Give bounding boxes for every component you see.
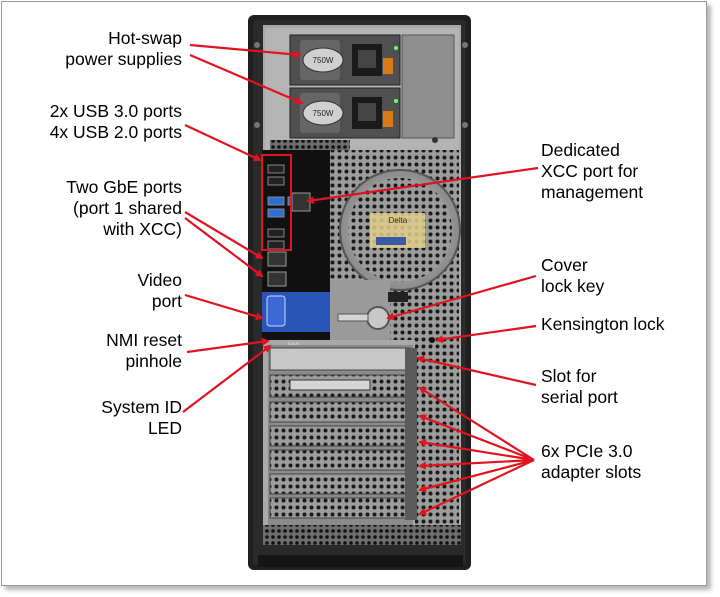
- fan-label: Delta: [389, 216, 408, 225]
- label-psu: Hot-swap power supplies: [65, 28, 182, 70]
- xcc-port: [291, 192, 311, 212]
- label-xcc-line-3: management: [541, 182, 644, 202]
- power-supply-2: 750W: [289, 87, 401, 139]
- label-pcie-line-2: adapter slots: [541, 462, 642, 482]
- gbe-port-2: [267, 271, 287, 287]
- label-gbe-line-3: with XCC): [103, 219, 182, 239]
- vga-connector: [266, 295, 286, 327]
- psu-2-badge: 750W: [313, 109, 334, 118]
- usb-highlight: [261, 154, 292, 251]
- label-serial-line-1: Slot for: [541, 366, 597, 386]
- label-cover-line-1: Cover: [541, 255, 588, 275]
- label-usb-line-2: 4x USB 2.0 ports: [49, 122, 182, 142]
- label-cover: Cover lock key: [541, 255, 604, 297]
- label-gbe-line-1: Two GbE ports: [66, 177, 182, 197]
- label-video: Video port: [138, 270, 182, 312]
- power-supply-1: 750W: [289, 34, 401, 86]
- label-video-line-1: Video: [137, 270, 182, 290]
- label-pcie-line-1: 6x PCIe 3.0: [541, 441, 633, 461]
- label-kensington-line-1: Kensington lock: [541, 314, 665, 334]
- kensington-slot: [429, 337, 435, 343]
- label-nmi: NMI reset pinhole: [106, 330, 182, 372]
- label-xcc: Dedicated XCC port for management: [541, 140, 643, 203]
- label-usb: 2x USB 3.0 ports 4x USB 2.0 ports: [50, 101, 182, 143]
- cover-lock-key: [366, 306, 390, 330]
- label-sysid: System ID LED: [101, 397, 182, 439]
- label-video-line-2: port: [151, 291, 182, 311]
- pcie-slot-area: [268, 345, 417, 545]
- gbe-port-1: [267, 251, 287, 267]
- label-gbe-line-2: (port 1 shared: [73, 198, 182, 218]
- label-xcc-line-1: Dedicated: [541, 140, 620, 160]
- label-psu-line-2: power supplies: [65, 49, 182, 69]
- label-nmi-line-1: NMI reset: [106, 330, 182, 350]
- label-sysid-line-1: System ID: [101, 397, 182, 417]
- label-pcie: 6x PCIe 3.0 adapter slots: [541, 441, 641, 483]
- label-xcc-line-2: XCC port for: [541, 161, 639, 181]
- psu-1-badge: 750W: [313, 56, 334, 65]
- label-psu-line-1: Hot-swap: [108, 28, 182, 48]
- label-usb-line-1: 2x USB 3.0 ports: [49, 101, 182, 121]
- label-sysid-line-2: LED: [147, 418, 182, 438]
- label-nmi-line-2: pinhole: [125, 351, 182, 371]
- rear-fan: Delta: [339, 169, 461, 291]
- label-serial-line-2: serial port: [541, 387, 618, 407]
- label-gbe: Two GbE ports (port 1 shared with XCC): [66, 177, 182, 240]
- label-kensington: Kensington lock: [541, 314, 665, 335]
- label-serial: Slot for serial port: [541, 366, 618, 408]
- label-cover-line-2: lock key: [541, 276, 605, 296]
